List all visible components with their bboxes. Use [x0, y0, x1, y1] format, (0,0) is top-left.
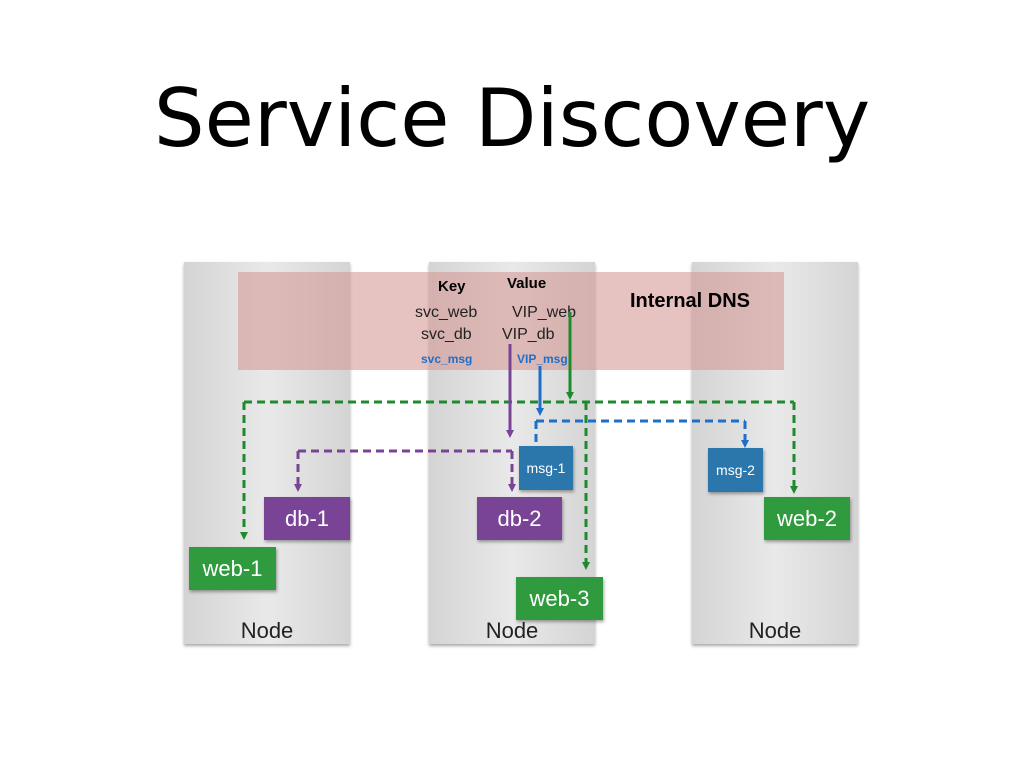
web-2-container: web-2: [764, 497, 850, 540]
msg-2-container: msg-2: [708, 448, 763, 492]
dns-key: svc_db: [421, 326, 472, 343]
page-title: Service Discovery: [153, 72, 871, 165]
dns-value: VIP_msg: [517, 352, 568, 366]
db-2-container: db-2: [477, 497, 562, 540]
internal-dns-label: Internal DNS: [630, 290, 751, 312]
web-3-container: web-3: [516, 577, 603, 620]
msg-1-container: msg-1: [519, 446, 573, 490]
dns-value: VIP_db: [502, 326, 555, 343]
node-label: Node: [485, 618, 539, 643]
db-1-container: db-1: [264, 497, 350, 540]
dns-value: VIP_web: [512, 304, 577, 321]
dns-key: svc_msg: [421, 352, 473, 366]
dns-key: svc_web: [415, 304, 478, 321]
value-header: Value: [507, 275, 547, 292]
web-1-container: web-1: [189, 547, 276, 590]
key-header: Key: [438, 278, 466, 295]
node-label: Node: [748, 618, 802, 643]
node-label: Node: [240, 618, 294, 643]
